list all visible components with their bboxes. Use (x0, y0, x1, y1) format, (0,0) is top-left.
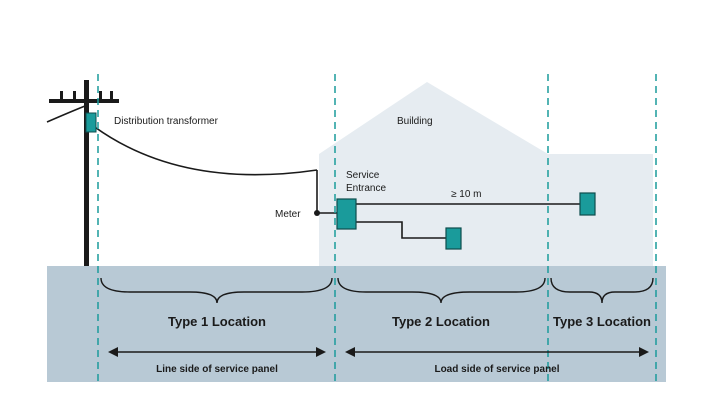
type2-location-label: Type 2 Location (392, 314, 490, 329)
load-device-box (445, 227, 462, 250)
distance-label: ≥ 10 m (451, 189, 482, 200)
load-side-label: Load side of service panel (434, 364, 559, 375)
utility-pole (49, 80, 119, 266)
ground-band (47, 266, 666, 382)
type1-location-label: Type 1 Location (168, 314, 266, 329)
brace-type1 (100, 277, 333, 304)
brace-type2 (337, 277, 546, 304)
type3-location-label: Type 3 Location (553, 314, 651, 329)
location-braces (100, 277, 654, 304)
service-panel-box (336, 198, 357, 230)
meter-label: Meter (275, 209, 301, 220)
remote-device-box (579, 192, 596, 216)
boundary-lines (97, 74, 657, 382)
service-drop (91, 124, 318, 176)
side-arrows (108, 347, 649, 357)
transformer-label: Distribution transformer (114, 116, 219, 127)
overhead-line-left (46, 105, 86, 123)
service-entrance-label-2: Entrance (346, 183, 386, 194)
transformer-box (85, 112, 97, 133)
brace-type3 (550, 277, 654, 304)
line-side-label: Line side of service panel (156, 364, 278, 375)
building-shape (319, 82, 653, 266)
meter-icon (314, 210, 320, 216)
building-label: Building (397, 116, 433, 127)
branch-circuit-short (356, 221, 448, 239)
service-entrance-label-1: Service (346, 170, 380, 181)
